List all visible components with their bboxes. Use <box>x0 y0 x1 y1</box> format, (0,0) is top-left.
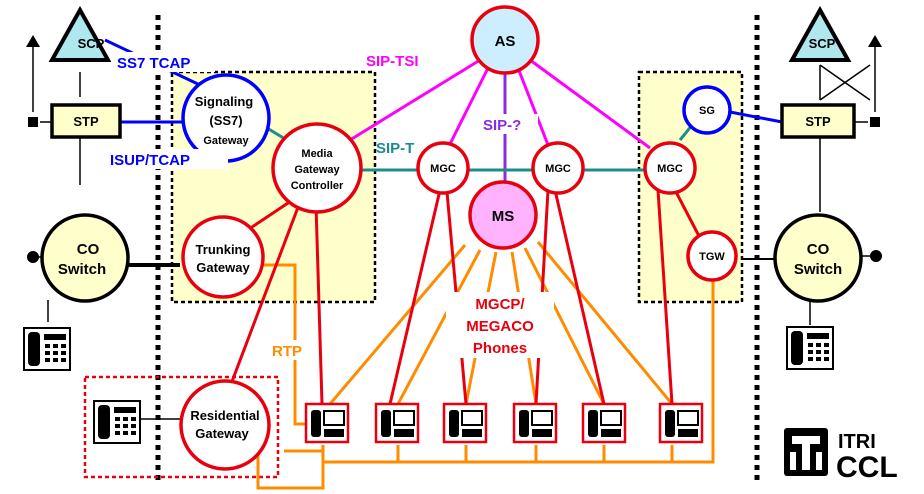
ms-node: MS <box>468 180 538 250</box>
media-gateway-controller-node: Media Gateway Controller <box>271 122 363 214</box>
mgcp-line1: MGCP/ <box>475 296 525 313</box>
signaling-gw-line3: Gateway <box>203 135 249 147</box>
scp-left-label: SCP <box>78 36 105 51</box>
arrow-up-right <box>868 35 882 47</box>
sip-t-label: SIP-T <box>376 140 414 157</box>
mgc-main-line2: Gateway <box>294 164 340 176</box>
ip-phone-icon-6 <box>658 402 704 444</box>
telephone-icon-right <box>786 326 834 370</box>
zone-residential <box>83 375 280 479</box>
mgc-main-line3: Controller <box>291 180 344 192</box>
residential-gw-line1: Residential <box>190 408 259 423</box>
ip-phone-icon-5 <box>581 402 627 444</box>
ss7-tcap-label: SS7 TCAP <box>117 55 190 72</box>
signaling-gw-line2: (SS7) <box>209 113 242 128</box>
mgc-3-label: MGC <box>657 163 683 175</box>
mgc-2-node: MGC <box>531 141 585 195</box>
ip-phone-icon-2 <box>374 402 420 444</box>
scp-right-node: SCP <box>788 5 852 62</box>
stp-left-node: STP <box>50 103 122 139</box>
co-left-line2: Switch <box>58 261 106 278</box>
co-right-line2: Switch <box>794 261 842 278</box>
isup-tcap-label: ISUP/TCAP <box>110 152 190 169</box>
telephone-icon-residential <box>93 400 141 444</box>
mgc-1-label: MGC <box>430 163 456 175</box>
sg-label: SG <box>699 105 715 117</box>
terminal-square-right <box>870 117 880 127</box>
terminal-dot-right <box>870 250 882 262</box>
co-left-line1: CO <box>77 241 100 258</box>
stp-right-node: STP <box>780 103 856 139</box>
sip-q-label: SIP-? <box>483 117 521 134</box>
co-switch-left-node: CO Switch <box>40 213 130 303</box>
mgc-main-line1: Media <box>301 148 333 160</box>
signaling-gw-line1: Signaling <box>195 94 254 109</box>
logo-itri-text: ITRI <box>838 431 876 453</box>
right-pstn <box>809 45 876 325</box>
sg-node: SG <box>682 85 732 135</box>
stp-left-label: STP <box>73 114 99 129</box>
scp-left-node: SCP <box>48 5 112 62</box>
rtp-label: RTP <box>272 343 302 360</box>
tgw-label: TGW <box>699 251 725 263</box>
scp-right-label: SCP <box>809 36 836 51</box>
mgcp-line2: MEGACO <box>466 318 534 335</box>
signaling-gateway-node: Signaling (SS7) Gateway <box>181 73 271 163</box>
mgc-2-label: MGC <box>545 163 571 175</box>
tgw-node: TGW <box>686 230 738 282</box>
telephone-icon-left <box>23 327 71 371</box>
trunking-gw-line1: Trunking <box>196 242 251 257</box>
mgc-3-node: MGC <box>643 141 697 195</box>
stp-right-label: STP <box>805 114 831 129</box>
as-label: AS <box>495 33 516 50</box>
as-node: AS <box>470 5 540 75</box>
mgc-1-node: MGC <box>416 141 470 195</box>
terminal-dot-left <box>27 251 39 263</box>
co-right-line1: CO <box>807 241 830 258</box>
itri-ccl-logo: ITRI CCL <box>784 428 898 484</box>
ss7-tcap-label-bg <box>111 52 215 72</box>
residential-gw-line2: Gateway <box>195 426 249 441</box>
rtp-label-bg <box>268 340 316 360</box>
terminal-square-left <box>28 117 38 127</box>
mgcp-line3: Phones <box>473 340 527 357</box>
trunking-gateway-node: Trunking Gateway <box>181 215 265 299</box>
logo-ccl-text: CCL <box>836 451 898 484</box>
ip-phone-icon-1 <box>304 402 350 444</box>
isup-tcap-label-bg <box>104 149 228 169</box>
ms-label: MS <box>492 208 515 225</box>
mgcp-label-bg <box>446 292 554 358</box>
co-switch-right-node: CO Switch <box>773 213 863 303</box>
ip-phone-icon-4 <box>512 402 558 444</box>
sip-q-label-bg <box>476 114 538 134</box>
residential-gateway-node: Residential Gateway <box>179 379 271 471</box>
ip-phone-icon-3 <box>442 402 488 444</box>
sip-tsi-label: SIP-TSI <box>366 53 419 70</box>
trunking-gw-line2: Gateway <box>196 260 250 275</box>
arrow-up-left <box>26 35 40 47</box>
